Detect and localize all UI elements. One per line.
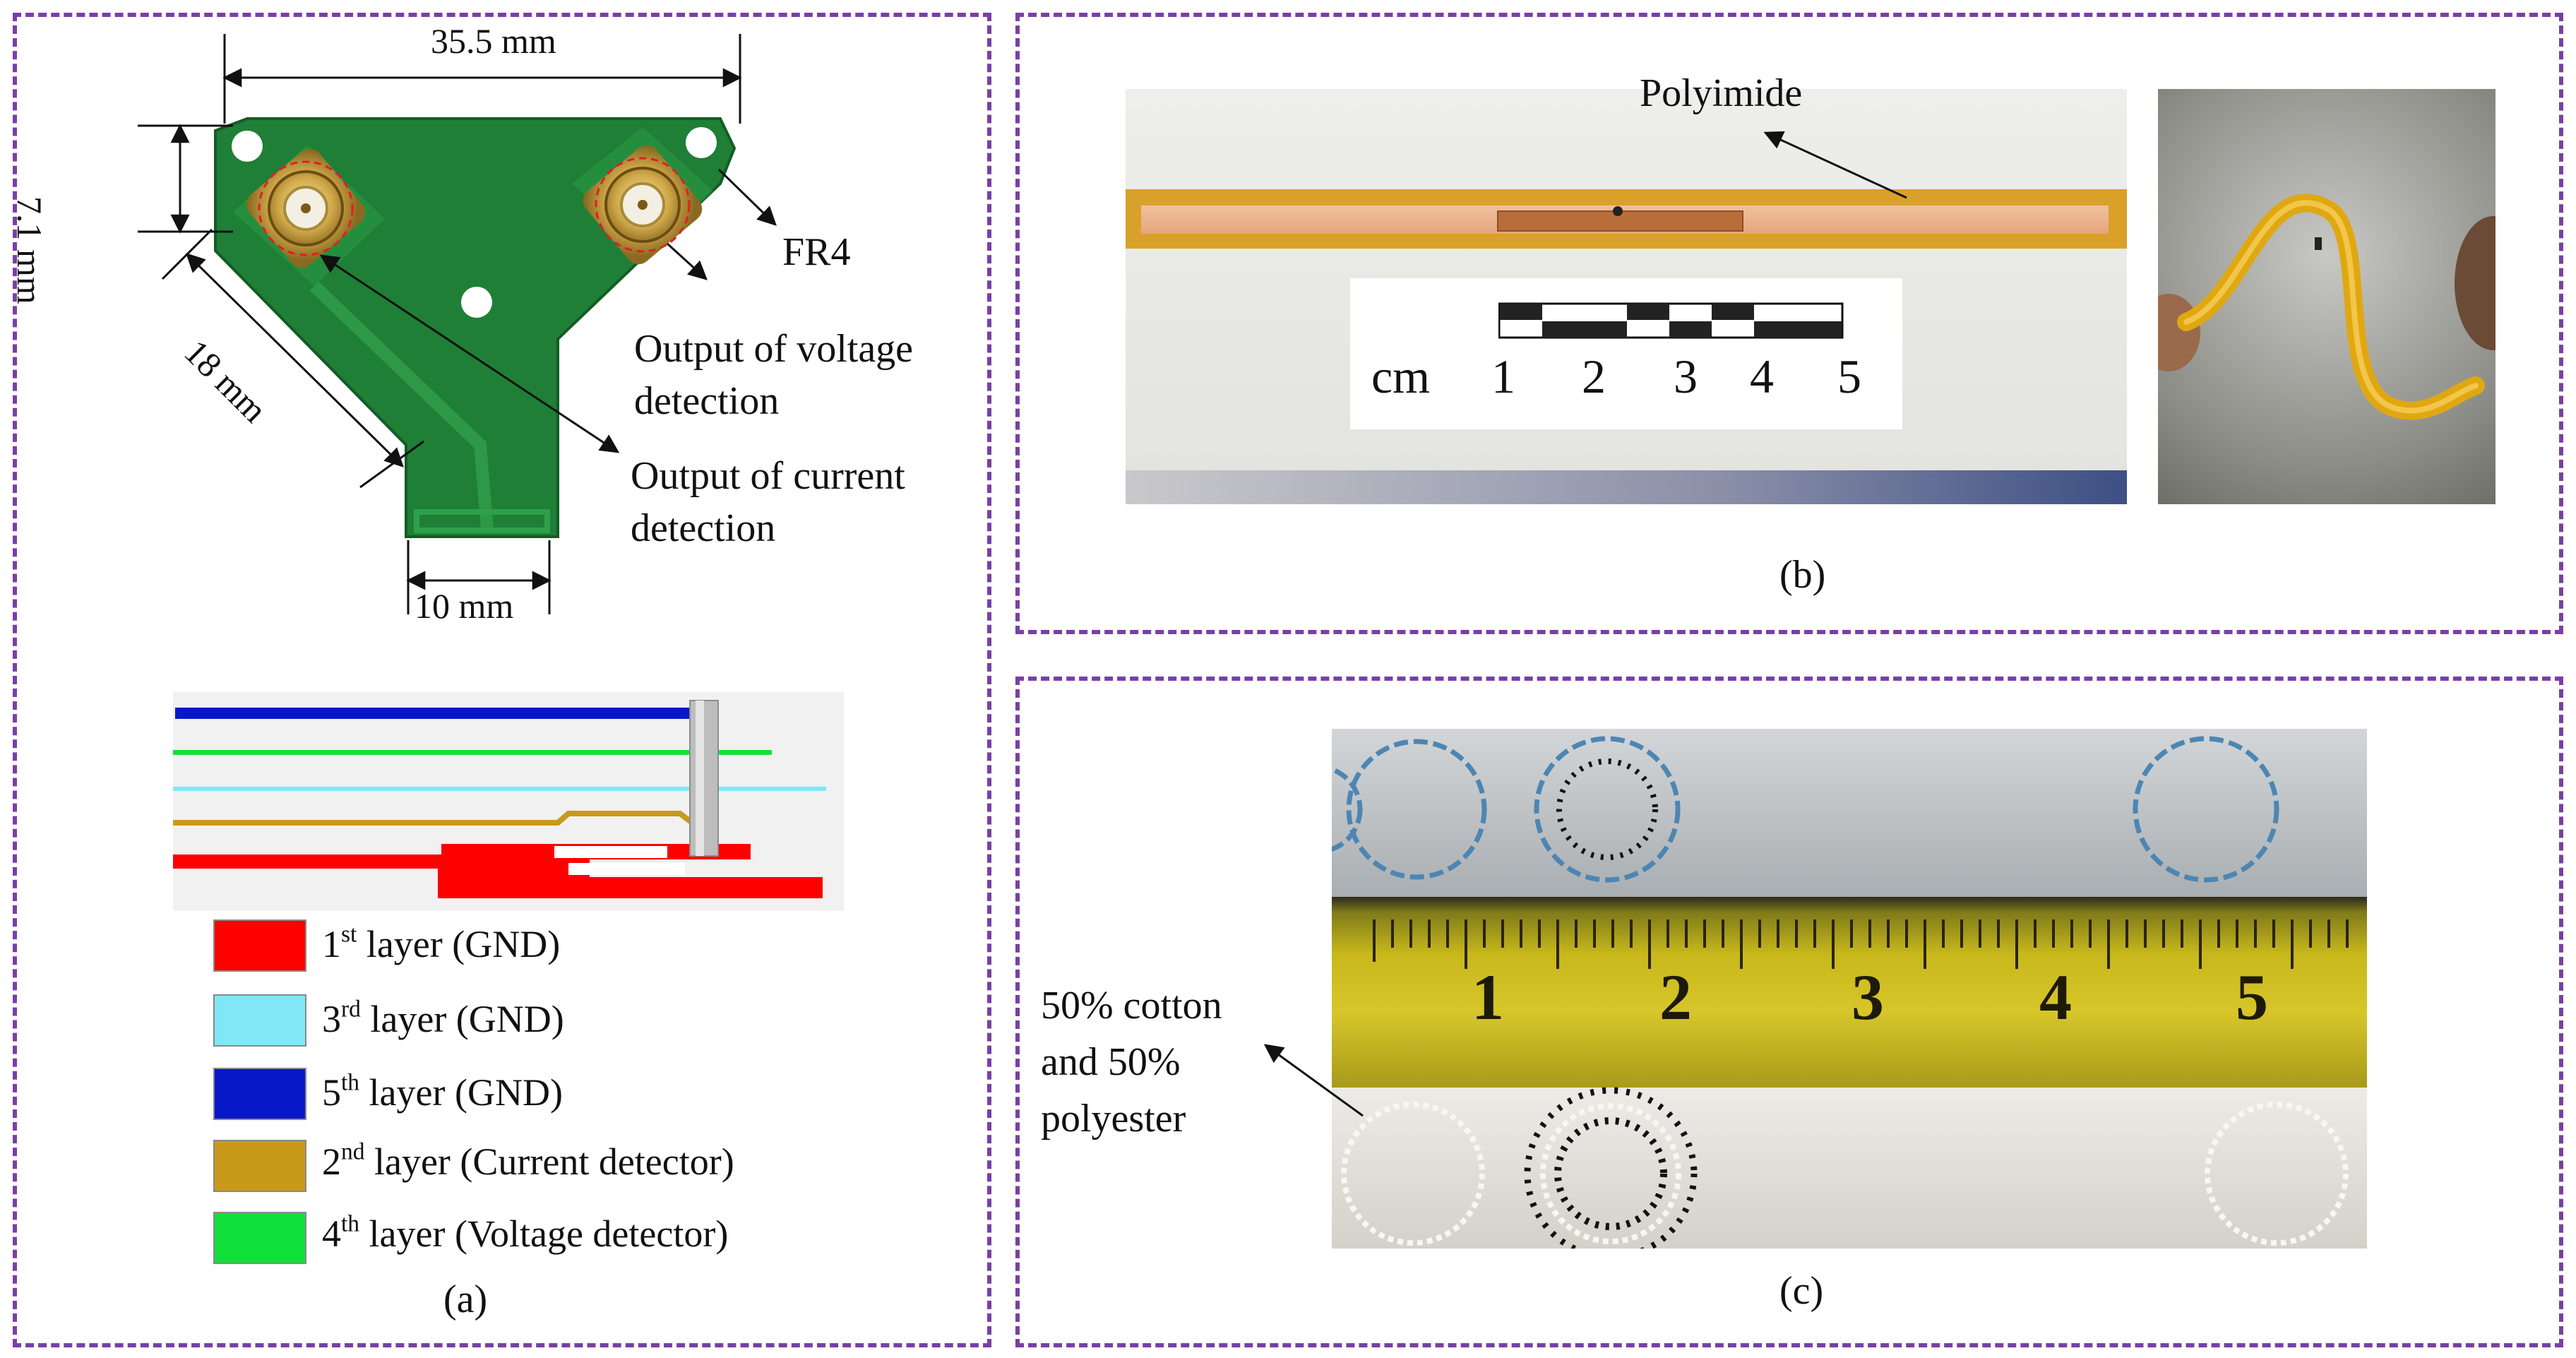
legend-label-1: 1st layer (GND) (322, 921, 561, 965)
panel-c (1015, 677, 2563, 1347)
layer-stack-cross-section (173, 692, 844, 911)
scale-tick-2: 2 (1582, 350, 1606, 403)
fabric-label-2: and 50% (1041, 1040, 1181, 1084)
ruler-tick-3: 3 (1852, 961, 1884, 1033)
scale-tick-3: 3 (1674, 350, 1698, 403)
ruler-tick-5: 5 (2236, 961, 2268, 1033)
legend-swatch-2 (213, 1140, 306, 1192)
sma-connector-left (246, 148, 366, 268)
scale-tick-4: 4 (1750, 350, 1774, 403)
callout-substrate: FR4 (782, 230, 851, 274)
callout-current-output-2: detection (631, 506, 776, 550)
caption-b: (b) (1779, 553, 1826, 597)
callout-voltage-output-1: Output of voltage (634, 327, 914, 371)
pcb-dimension-lines (138, 34, 777, 614)
sma-connector-right (583, 145, 703, 265)
dim-height-left: 7.1 mm (10, 196, 49, 304)
ruler-tick-1: 1 (1472, 961, 1504, 1033)
textile-drawing (1332, 736, 2349, 1249)
polyimide-arrow (1763, 131, 1907, 199)
legend-label-2: 2nd layer (Current detector) (322, 1138, 734, 1183)
legend-label-4: 4th layer (Voltage detector) (322, 1210, 729, 1255)
legend-swatch-1 (213, 919, 306, 972)
legend-swatch-4 (213, 1212, 306, 1264)
caption-a: (a) (443, 1277, 488, 1321)
fabric-label-1: 50% cotton (1041, 984, 1222, 1028)
legend-label-5: 5th layer (GND) (322, 1069, 563, 1114)
legend-swatch-5 (213, 1068, 306, 1120)
textile-photo: 1 2 3 4 5 (1332, 729, 2367, 1249)
scale-card: cm 1 2 3 4 5 (1350, 278, 1902, 429)
scale-tick-1: 1 (1491, 350, 1515, 403)
caption-c: (c) (1779, 1269, 1824, 1313)
fabric-label-3: polyester (1041, 1097, 1186, 1140)
scale-unit: cm (1371, 350, 1431, 403)
panel-b (1015, 13, 2563, 634)
legend-label-3: 3rd layer (GND) (322, 996, 564, 1040)
dim-width-top: 35.5 mm (431, 21, 556, 61)
polyimide-photo: cm 1 2 3 4 5 (1126, 89, 2127, 504)
polyimide-label: Polyimide (1640, 71, 1803, 115)
panel-a (13, 13, 991, 1347)
callout-current-output-1: Output of current (631, 454, 905, 498)
ruler-tick-4: 4 (2039, 961, 2072, 1033)
ruler-tick-2: 2 (1659, 961, 1692, 1033)
callout-voltage-output-2: detection (634, 379, 780, 423)
dim-bottom: 10 mm (415, 586, 514, 626)
scale-bar (1498, 302, 1844, 339)
legend-swatch-3 (213, 994, 306, 1047)
flexible-sample-photo (2158, 89, 2496, 504)
ruler (1332, 897, 2367, 1088)
fabric-arrow (1263, 1044, 1364, 1117)
scale-tick-5: 5 (1837, 350, 1861, 403)
